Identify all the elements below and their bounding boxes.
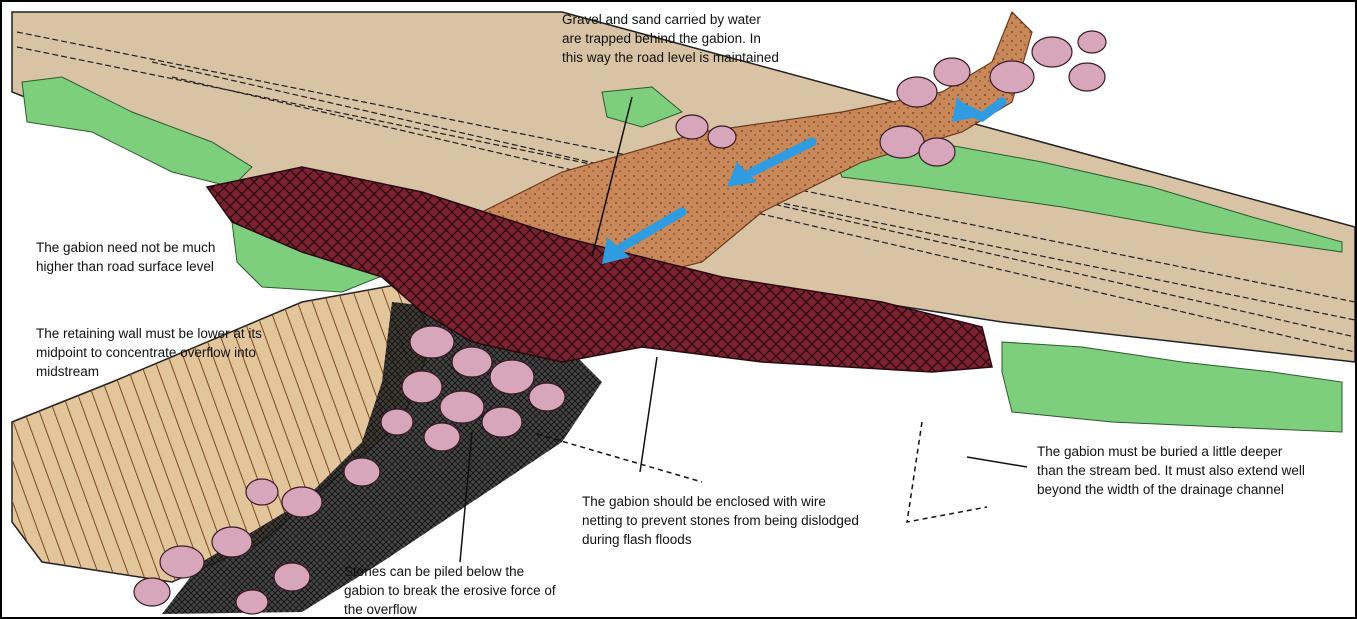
annotation-stones-piled: Stones can be piled below the gabion to … — [344, 562, 564, 619]
annotation-gabion-height: The gabion need not be much higher than … — [36, 238, 216, 276]
annotation-gravel-trapped: Gravel and sand carried by water are tra… — [562, 10, 782, 67]
annotation-retaining-wall: The retaining wall must be lower at its … — [36, 324, 296, 381]
annotation-gabion-buried: The gabion must be buried a little deepe… — [1037, 442, 1307, 499]
annotation-gabion-enclosed: The gabion should be enclosed with wire … — [582, 492, 862, 549]
